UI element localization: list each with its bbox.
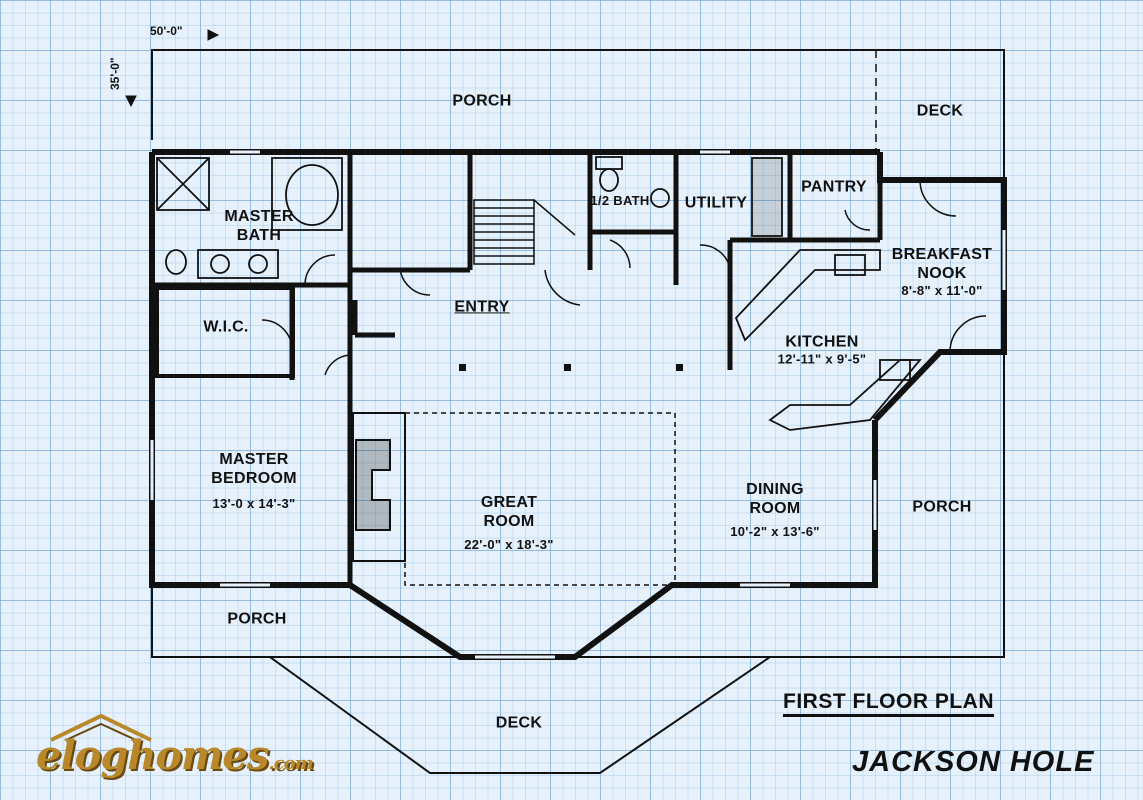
logo-suffix: .com xyxy=(268,753,313,774)
house-roof-icon xyxy=(50,713,152,742)
master-bath-label: MASTER BATH xyxy=(224,207,293,245)
great-room-outline xyxy=(350,151,676,586)
doors xyxy=(261,179,987,376)
logo-wordmark: eloghomes.com xyxy=(36,732,314,779)
kitchen-line1: KITCHEN xyxy=(785,333,859,351)
great-room-label: GREAT ROOM 22'-0" x 18'-3" xyxy=(464,493,554,553)
dining-dim: 10'-2" x 13'-6" xyxy=(730,524,820,540)
porch-bottom-label: PORCH xyxy=(227,610,287,628)
dimension-markers xyxy=(125,29,220,108)
wic-label: W.I.C. xyxy=(203,318,249,336)
great-room-dim: 22'-0" x 18'-3" xyxy=(464,537,554,553)
porch-right-label: PORCH xyxy=(912,498,972,516)
great-room-line2: ROOM xyxy=(483,513,535,531)
half-bath-label: 1/2 BATH xyxy=(590,193,650,209)
eloghomes-logo: eloghomes.com xyxy=(28,712,318,782)
stairs xyxy=(473,199,576,265)
deck-top-label: DECK xyxy=(916,102,964,120)
breakfast-line2: NOOK xyxy=(917,265,967,283)
fireplace xyxy=(352,412,406,562)
pantry-label: PANTRY xyxy=(801,178,867,196)
master-bath-fixtures xyxy=(156,157,343,279)
great-room-line1: GREAT xyxy=(480,494,538,512)
depth-dimension: 35'-0" xyxy=(108,57,122,90)
top-porch-outline xyxy=(151,49,1005,180)
windows xyxy=(150,150,1006,659)
breakfast-dim: 8'-8" x 11'-0" xyxy=(901,283,983,299)
master-bedroom-line1: MASTER xyxy=(219,451,289,469)
entry-label: ENTRY xyxy=(454,298,510,316)
logo-text: eloghomes xyxy=(36,732,269,779)
kitchen-label: KITCHEN 12'-11" x 9'-5" xyxy=(778,333,867,368)
master-bath-line2: BATH xyxy=(236,227,282,244)
dining-room-label: DINING ROOM 10'-2" x 13'-6" xyxy=(730,480,820,540)
columns xyxy=(459,364,683,371)
master-bedroom-label: MASTER BEDROOM 13'-0 x 14'-3" xyxy=(211,450,297,512)
plan-name: JACKSON HOLE xyxy=(852,746,1095,778)
width-arrow-icon xyxy=(207,29,220,41)
utility-label: UTILITY xyxy=(684,194,748,212)
dining-line1: DINING xyxy=(746,481,804,499)
master-bedroom-line2: BEDROOM xyxy=(211,470,297,488)
dining-line2: ROOM xyxy=(749,500,801,518)
kitchen-dim: 12'-11" x 9'-5" xyxy=(777,351,867,367)
depth-arrow-icon xyxy=(125,95,137,108)
master-bath-line1: MASTER xyxy=(224,207,294,225)
deck-bottom-label: DECK xyxy=(495,714,543,732)
exterior-walls xyxy=(149,149,1007,660)
porch-top-label: PORCH xyxy=(452,92,512,110)
breakfast-line1: BREAKFAST xyxy=(891,246,993,264)
half-bath-fixtures xyxy=(595,156,670,208)
master-bedroom-dim: 13'-0 x 14'-3" xyxy=(212,496,296,512)
interior-walls xyxy=(152,152,883,585)
width-dimension: 50'-0" xyxy=(150,24,183,38)
kitchen-fixtures xyxy=(734,157,922,431)
breakfast-nook-label: BREAKFAST NOOK 8'-8" x 11'-0" xyxy=(892,245,992,299)
plan-title: FIRST FLOOR PLAN xyxy=(783,690,994,717)
